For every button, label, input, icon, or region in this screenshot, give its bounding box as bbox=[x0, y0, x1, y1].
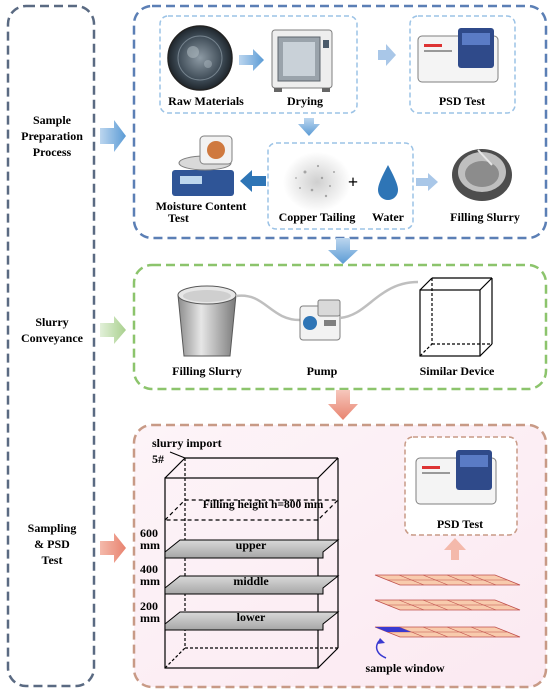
copper-tailing-image bbox=[283, 152, 351, 212]
similar-device-label: Similar Device bbox=[419, 364, 495, 378]
arrow-preparation bbox=[100, 120, 126, 152]
mixing-subbox bbox=[267, 142, 414, 230]
lower-label: lower bbox=[236, 610, 266, 624]
port-label: 5# bbox=[152, 452, 164, 466]
psd-test-top-label: PSD Test bbox=[438, 94, 486, 108]
psd-analyzer-bottom-image bbox=[415, 450, 497, 505]
sample-window-highlight bbox=[375, 627, 411, 632]
height-400-label: 400 mm bbox=[140, 562, 160, 588]
middle-layer bbox=[164, 575, 340, 595]
moisture-analyzer-image bbox=[172, 135, 234, 196]
pump-label: Pump bbox=[306, 364, 338, 378]
arrow-stage2-to-stage3 bbox=[328, 390, 358, 420]
plus-icon: + bbox=[348, 172, 358, 192]
sampling-stage-title: Sampling & PSD Test bbox=[27, 521, 77, 567]
slurry-import-label: slurry import bbox=[152, 436, 222, 450]
sample-window-label: sample window bbox=[365, 661, 445, 675]
filling-slurry-top-image bbox=[452, 149, 512, 201]
filling-slurry-bucket-image bbox=[177, 285, 301, 357]
raw-materials-label: Raw Materials bbox=[168, 94, 244, 108]
copper-tailing-label: Copper Tailing bbox=[278, 210, 356, 224]
pump-image bbox=[299, 299, 341, 341]
drying-label: Drying bbox=[287, 94, 323, 108]
arrow-to-psd bbox=[444, 538, 466, 560]
lower-layer bbox=[164, 611, 340, 631]
drying-oven-image bbox=[271, 29, 333, 92]
arrow-stage1-to-stage2 bbox=[328, 238, 358, 264]
moisture-content-label: Moisture Content Test bbox=[155, 199, 247, 225]
psd-subbox-top bbox=[409, 15, 516, 114]
similar-device-image bbox=[419, 277, 493, 357]
water-drop-icon bbox=[378, 165, 398, 200]
upper-layer bbox=[164, 539, 340, 559]
raw-materials-image bbox=[167, 25, 233, 91]
upper-label: upper bbox=[235, 538, 267, 552]
arrow-sampling bbox=[100, 533, 126, 563]
arrow-conveyance bbox=[100, 316, 126, 344]
psd-analyzer-top-image bbox=[417, 28, 499, 83]
conveyance-stage-title: Slurry Conveyance bbox=[21, 315, 83, 345]
height-200-label: 200 mm bbox=[140, 599, 160, 625]
filling-slurry-top-label: Filling Slurry bbox=[450, 210, 520, 224]
filling-slurry-bucket-label: Filling Slurry bbox=[172, 364, 242, 378]
side-stage-box bbox=[6, 4, 96, 688]
psd-test-bottom-label: PSD Test bbox=[436, 517, 484, 531]
middle-label: middle bbox=[233, 574, 269, 588]
preparation-stage-title: Sample Preparation Process bbox=[21, 113, 83, 159]
height-600-label: 600 mm bbox=[140, 526, 160, 552]
water-label: Water bbox=[372, 210, 404, 224]
materials-subbox bbox=[159, 15, 358, 114]
filling-height-label: Filling height h=800 mm bbox=[202, 499, 324, 511]
